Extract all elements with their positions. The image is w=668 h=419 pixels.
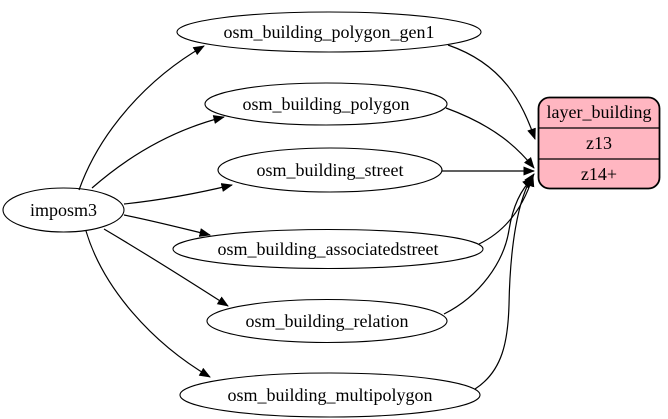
node-layer-building: layer_building z13 z14+ (537, 96, 661, 190)
node-osm-building-polygon-gen1: osm_building_polygon_gen1 (176, 11, 482, 53)
node-imposm3: imposm3 (2, 187, 125, 233)
edge-osm-building-multipolygon-z14plus (474, 173, 535, 390)
osm-building-polygon-gen1-label: osm_building_polygon_gen1 (224, 22, 435, 42)
edge-imposm3-osm-building-street (123, 183, 233, 205)
node-osm-building-street: osm_building_street (217, 147, 443, 193)
osm-building-multipolygon-label: osm_building_multipolygon (227, 385, 432, 405)
imposm3-ellipse (2, 187, 125, 233)
node-osm-building-polygon: osm_building_polygon (204, 82, 448, 126)
osm-building-polygon-gen1-ellipse (176, 11, 482, 53)
node-osm-building-relation: osm_building_relation (206, 298, 448, 344)
node-osm-building-associatedstreet: osm_building_associatedstreet (172, 228, 484, 270)
imposm3-label: imposm3 (30, 200, 97, 220)
osm-building-associatedstreet-ellipse (172, 228, 484, 270)
node-osm-building-multipolygon: osm_building_multipolygon (179, 372, 481, 418)
edge-osm-building-relation-z14plus (443, 177, 534, 315)
osm-building-street-label: osm_building_street (257, 160, 404, 180)
osm-building-polygon-ellipse (204, 82, 448, 126)
osm-building-relation-ellipse (206, 298, 448, 344)
osm-building-street-ellipse (217, 147, 443, 193)
osm-building-multipolygon-ellipse (179, 372, 481, 418)
osm-building-associatedstreet-label: osm_building_associatedstreet (218, 239, 439, 259)
edge-osm-building-polygon-gen1-z13 (447, 44, 536, 140)
edge-imposm3-osm-building-polygon (91, 115, 225, 189)
layer-building-row-z14plus: z14+ (581, 164, 617, 184)
edge-imposm3-osm-building-associatedstreet (123, 214, 211, 237)
osm-building-relation-label: osm_building_relation (246, 311, 409, 331)
edge-imposm3-osm-building-polygon-gen1 (78, 45, 205, 191)
layer-building-row-z13: z13 (586, 133, 612, 153)
edge-osm-building-polygon-z14plus (445, 107, 535, 169)
edge-imposm3-osm-building-multipolygon (85, 230, 211, 378)
layer-building-box (537, 96, 661, 190)
layer-building-title: layer_building (547, 102, 652, 122)
osm-building-polygon-label: osm_building_polygon (242, 94, 409, 114)
edge-imposm3-osm-building-relation (103, 228, 229, 307)
